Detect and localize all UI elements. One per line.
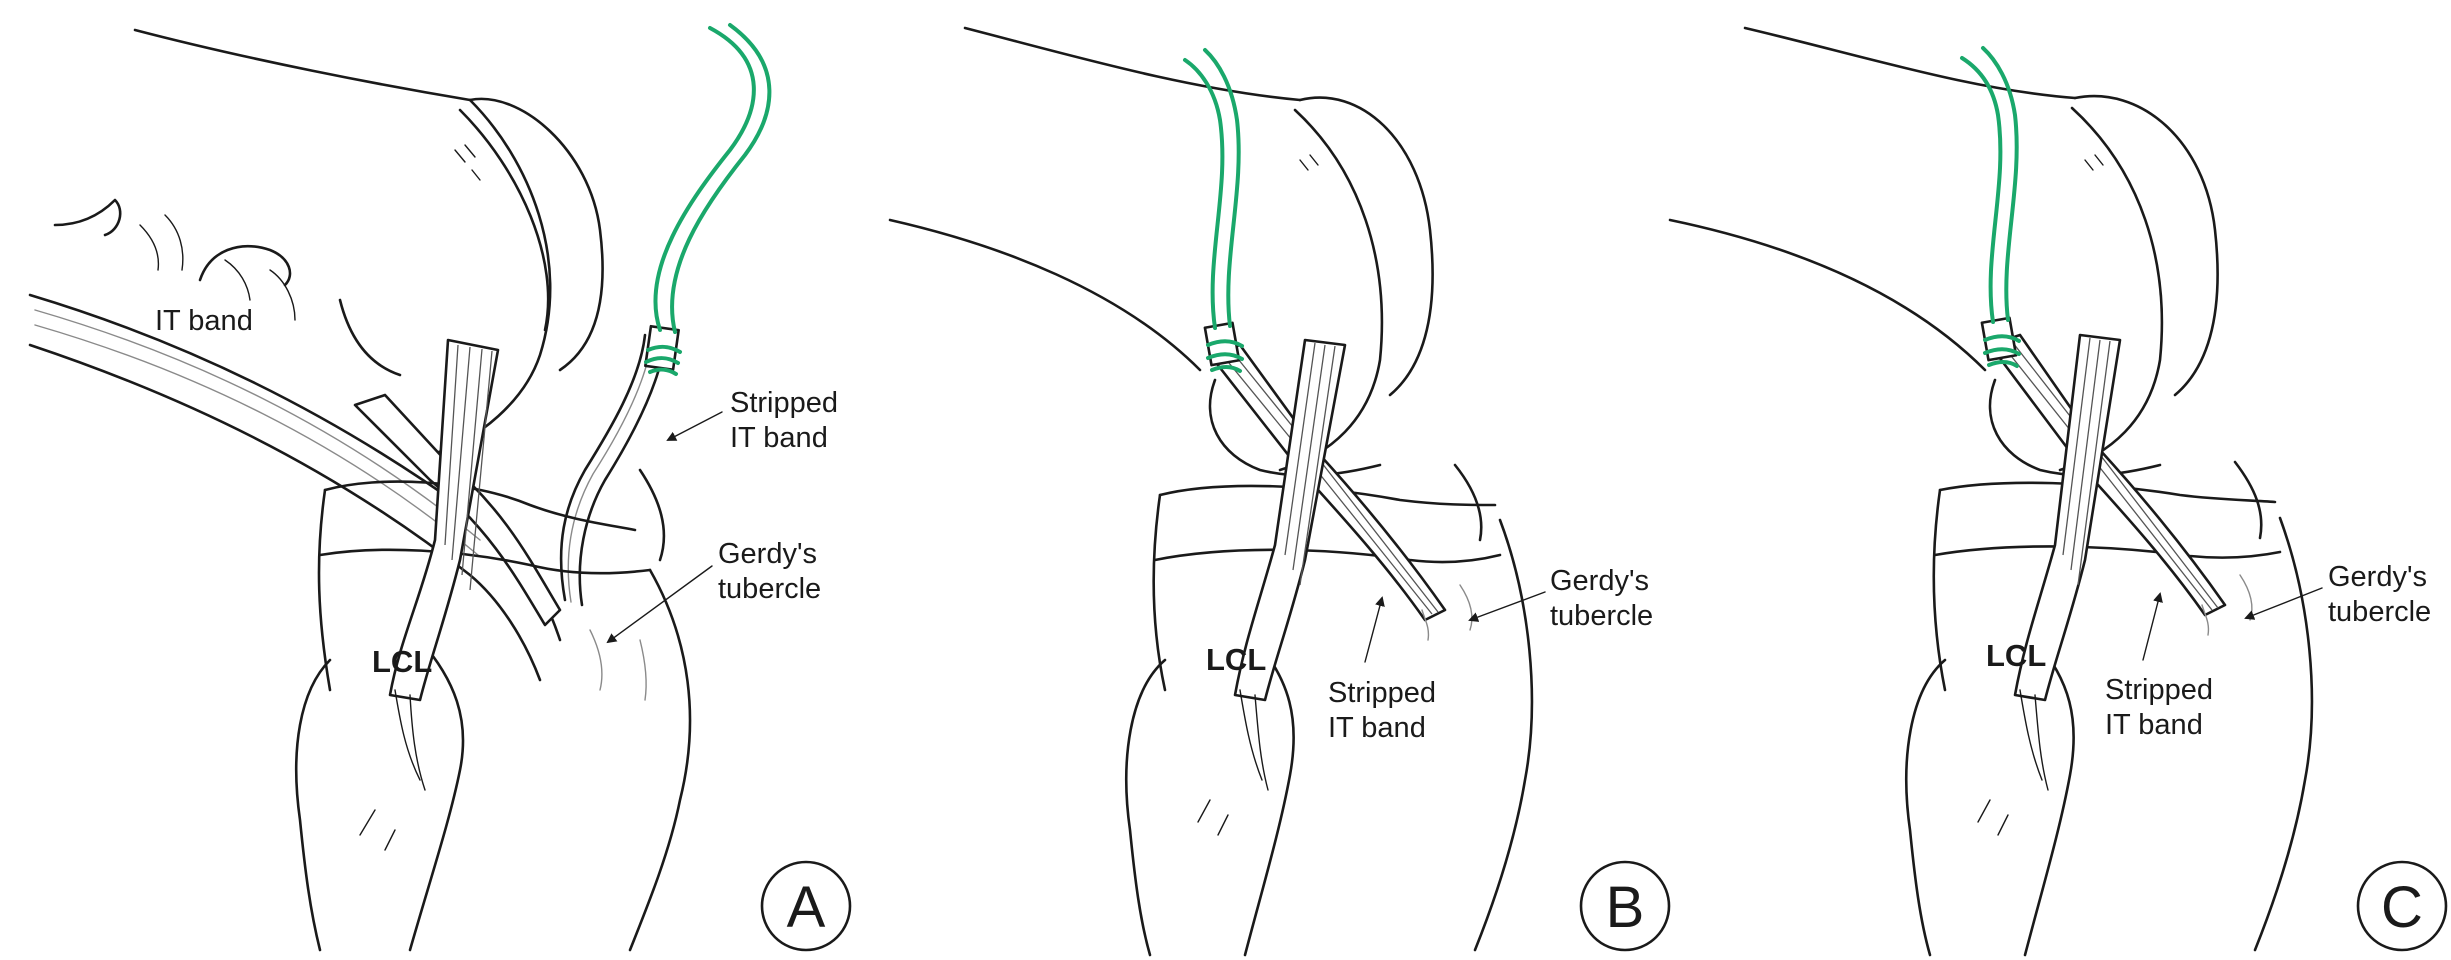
gerdys-tubercle-label-line1: Gerdy's bbox=[1550, 565, 1649, 597]
stripped-it-band-label-line1: Stripped bbox=[2105, 674, 2213, 706]
panel-b: Gerdy's tubercle Stripped IT band LCL B bbox=[888, 26, 1671, 957]
gerdys-tubercle-label-line1: Gerdy's bbox=[718, 538, 817, 570]
lcl-label: LCL bbox=[372, 644, 432, 679]
stripped-it-band-label-line2: IT band bbox=[2105, 709, 2203, 741]
gerdys-tubercle-label-line2: tubercle bbox=[718, 573, 821, 605]
lcl-label: LCL bbox=[1986, 638, 2046, 673]
panel-letter-circle-c bbox=[2356, 860, 2448, 952]
gerdys-tubercle-label-line2: tubercle bbox=[2328, 596, 2431, 628]
lcl-label: LCL bbox=[1206, 642, 1266, 677]
panel-letter-circle-a bbox=[760, 860, 852, 952]
panel-letter-b: B bbox=[1606, 875, 1645, 940]
panel-letter-a: A bbox=[787, 875, 826, 940]
stripped-it-band-label-line2: IT band bbox=[1328, 712, 1426, 744]
panel-a: IT band Stripped IT band Gerdy's tubercl… bbox=[28, 23, 852, 952]
panel-letter-circle-b bbox=[1579, 860, 1671, 952]
stripped-it-band-label-line1: Stripped bbox=[730, 387, 838, 419]
gerdys-tubercle-label-line1: Gerdy's bbox=[2328, 561, 2427, 593]
stripped-it-band-label-line1: Stripped bbox=[1328, 677, 1436, 709]
panel-c: Gerdy's tubercle Stripped IT band LCL C bbox=[1668, 26, 2448, 957]
panel-letter-c: C bbox=[2381, 875, 2423, 940]
gerdys-tubercle-label-line2: tubercle bbox=[1550, 600, 1653, 632]
stripped-it-band-label-line2: IT band bbox=[730, 422, 828, 454]
it-band-label: IT band bbox=[155, 305, 253, 337]
